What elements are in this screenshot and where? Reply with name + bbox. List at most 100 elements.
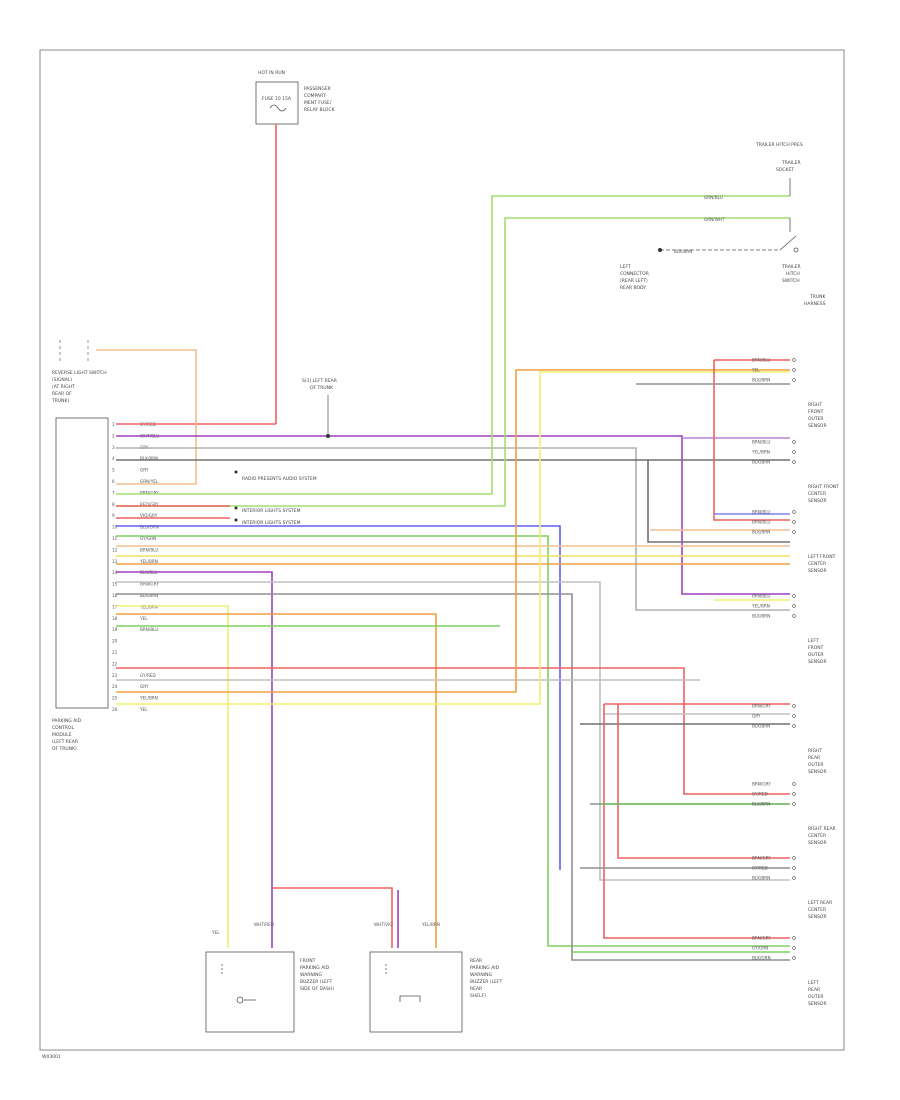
sensor-1-wire-3: BLK/BRN <box>752 378 770 383</box>
module-wire-label-15: BRN/GRY <box>140 582 159 587</box>
sensor-6-name-1: RIGHT REAR <box>808 826 836 832</box>
diagram-frame <box>39 49 845 1051</box>
sensor-1-name-1: RIGHT <box>808 402 822 408</box>
sensor-4-name-2: FRONT <box>808 645 824 651</box>
module-wire-label-12: BRN/BLU <box>140 547 158 552</box>
sensor-8-name-2: REAR <box>808 987 820 993</box>
module-pin-10: 10 <box>112 525 118 530</box>
wire-pin23-red <box>116 667 790 795</box>
sensor-4-wire-3: BLK/BRN <box>752 614 770 619</box>
sensor-6-wire-3: BLK/BRN <box>752 802 770 807</box>
sensor-2-terminal-2 <box>792 450 796 454</box>
front-buzzer-name-0: FRONT <box>300 958 316 964</box>
module-pin-19: 19 <box>112 627 118 632</box>
front-buzzer-name-1: PARKING AID <box>300 965 330 971</box>
sensor-7-wire-2: GY/RED <box>752 866 768 871</box>
hitch-label-0: LEFT <box>620 264 631 270</box>
fuse-box-outline <box>255 81 299 125</box>
sensor-1-terminal-2 <box>792 368 796 372</box>
module-pin-8: 8 <box>112 502 115 507</box>
front-buzzer-outline <box>205 951 295 1033</box>
sensor-4-name-3: OUTER <box>808 652 824 658</box>
note-radio-dot <box>234 470 238 474</box>
hitch-label-3: REAR BODY <box>620 285 646 291</box>
sensor-7-terminal-1 <box>792 856 796 860</box>
wire-pin15-violet <box>116 571 273 948</box>
sensor-4-wire-2: YEL/BRN <box>751 604 770 609</box>
module-name-3: (LEFT REAR <box>52 739 78 745</box>
sensor-5-wire-2: GRY <box>752 714 761 719</box>
sensor-7-wire-3: BLK/BRN <box>752 876 770 881</box>
sensor-4-terminal-3 <box>792 614 796 618</box>
module-wire-label-25: YEL/BRN <box>139 696 158 701</box>
sensor-3-name-1: LEFT FRONT <box>808 554 836 560</box>
fuse-icon <box>269 104 287 112</box>
note-interior-1: INTERIOR LIGHTS SYSTEM <box>242 508 301 514</box>
sensor-2-wire-1: BRN/BLU <box>752 440 770 445</box>
fuse-desc-3: RELAY BLOCK <box>304 107 336 113</box>
sensor-6-name-3: SENSOR <box>808 840 827 846</box>
module-wire-label-9: VIO/GRY <box>140 513 158 518</box>
switch-label-1: (SIGNAL) <box>52 377 72 383</box>
module-pin-26: 26 <box>112 707 118 712</box>
switch-label-2: (AT RIGHT <box>52 384 75 390</box>
module-wire-label-7: BRN/GRY <box>140 490 159 495</box>
sensor-3-terminal-3 <box>792 530 796 534</box>
sensor-2-terminal-3 <box>792 460 796 464</box>
hitch-label-1: CONNECTOR <box>620 271 649 277</box>
wires <box>96 124 790 961</box>
sensor-3-terminal-1 <box>792 510 796 514</box>
rear-buzzer-name-3: BUZZER (LEFT <box>470 979 502 985</box>
module-pin-1: 1 <box>112 422 115 427</box>
sensor-2-name-3: SENSOR <box>808 498 827 504</box>
wire-pin4-black <box>116 459 790 543</box>
module-wire-label-13: YEL/BRN <box>139 559 158 564</box>
wire-pin6-green <box>116 195 790 495</box>
rear-buzzer-icon <box>385 964 421 1002</box>
sensor-8-terminal-3 <box>792 956 796 960</box>
sensor-5-terminal-2 <box>792 714 796 718</box>
splice-label-0: S(1) LEFT REAR <box>302 378 337 384</box>
module-pin-18: 18 <box>112 616 118 621</box>
sensors-group: BRN/BLUYELBLK/BRNRIGHTFRONTOUTERSENSORBR… <box>751 358 839 1008</box>
sensor-1-wire-2: YEL <box>751 368 760 373</box>
switch-label-4: TRUNK) <box>51 398 69 404</box>
sensor-4-name-4: SENSOR <box>808 659 827 665</box>
sensor-8-terminal-1 <box>792 936 796 940</box>
wire-buzzer-link-red <box>272 887 393 948</box>
switch-label-0: REVERSE LIGHT SWITCH <box>52 370 107 376</box>
sensor-7-terminal-2 <box>792 866 796 870</box>
rear-buzzer-name-2: WARNING <box>470 972 492 978</box>
wire-pin11-green <box>116 535 790 947</box>
fuse-desc-0: PASSENGER <box>304 86 331 92</box>
sensor-1-name-4: SENSOR <box>808 423 827 429</box>
front-buzzer-wire-0: YEL <box>211 930 220 935</box>
rear-buzzer-name-0: REAR <box>470 958 482 964</box>
sensor-8-wire-1: BRN/GRY <box>752 936 771 941</box>
note-interior-2: INTERIOR LIGHTS SYSTEM <box>242 520 301 526</box>
sensor-1-name-3: OUTER <box>808 416 824 422</box>
sensor-8-wire-3: BLK/GRN <box>752 956 771 961</box>
sensor-3-wire-2: BRN/BLU <box>752 520 770 525</box>
wire-pin26-yellow <box>116 371 790 705</box>
trailer-socket-0: TRAILER <box>781 160 801 166</box>
module-pin-11: 11 <box>112 536 118 541</box>
wire-sensor-red-2 <box>713 360 790 521</box>
module-pin-14: 14 <box>112 570 118 575</box>
module-pin-6: 6 <box>112 479 115 484</box>
hitch-switch-icon <box>779 218 799 253</box>
sensor-6-terminal-3 <box>792 802 796 806</box>
module-wire-label-23: GY/RED <box>140 673 156 678</box>
sensor-6-name-2: CENTER <box>808 833 826 839</box>
trailer-wire2: GRN/WHT <box>704 217 725 222</box>
module-wire-label-4: BLK/BRN <box>140 456 158 461</box>
trailer-hitch-section: TRAILER HITCH PRES TRAILER SOCKET GRN/BL… <box>620 142 827 307</box>
parking-aid-control-module: PARKING AID CONTROL MODULE (LEFT REAR OF… <box>51 340 109 752</box>
rear-buzzer-outline <box>369 951 463 1033</box>
sensor-1-terminal-3 <box>792 378 796 382</box>
sensor-5-terminal-3 <box>792 724 796 728</box>
splice-label-1: OF TRUNK <box>310 385 334 391</box>
hitch-switch-2: SWITCH <box>782 278 800 284</box>
module-wire-label-6: GRN/YEL <box>140 479 159 484</box>
sensor-4-terminal-1 <box>792 594 796 598</box>
